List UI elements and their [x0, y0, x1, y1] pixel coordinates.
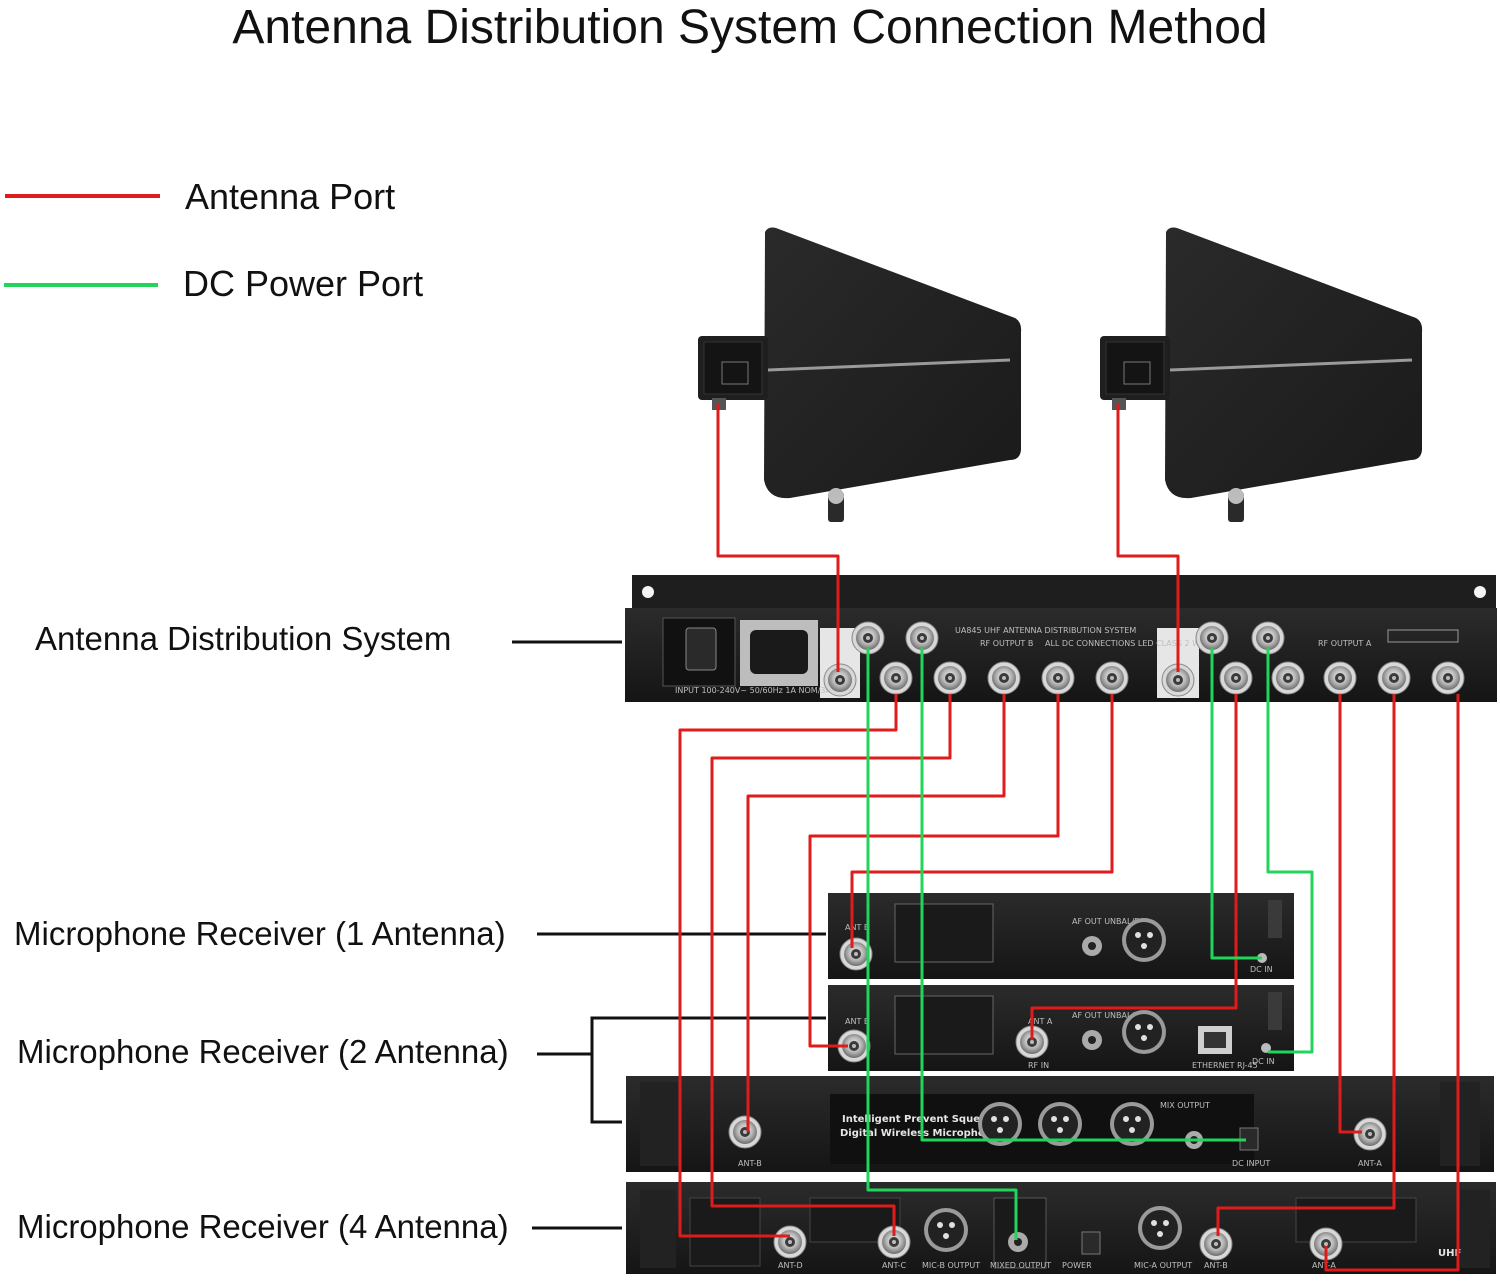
d-ant-a-text: ANT-A: [1358, 1159, 1382, 1168]
r4-mic-b-output-text: MIC-B OUTPUT: [922, 1261, 980, 1270]
r4-power-text: POWER: [1062, 1261, 1092, 1270]
r1-dc-in-text: DC IN: [1250, 965, 1273, 974]
distribution-model-text: UA845 UHF ANTENNA DISTRIBUTION SYSTEM: [955, 626, 1136, 635]
label-receiver-2-antenna: Microphone Receiver (2 Antenna): [17, 1033, 509, 1070]
r2-dc-in-text: DC IN: [1252, 1057, 1275, 1066]
antenna-distribution-unit: UA845 UHF ANTENNA DISTRIBUTION SYSTEM RF…: [625, 575, 1497, 702]
d-mix-output-text: MIX OUTPUT: [1160, 1101, 1210, 1110]
paddle-antenna-right: [1100, 227, 1423, 522]
r4-ant-a-text: ANT-A: [1312, 1261, 1336, 1270]
label-receiver-4-antenna: Microphone Receiver (4 Antenna): [17, 1208, 509, 1245]
r4-ant-d-text: ANT-D: [778, 1261, 803, 1270]
r2-ant-a-text: ANT A: [1028, 1017, 1053, 1026]
d-brand-line-1: Intelligent Prevent Squeak: [842, 1114, 994, 1125]
legend-antenna-port-label: Antenna Port: [185, 176, 396, 217]
label-antenna-distribution-system: Antenna Distribution System: [35, 620, 452, 657]
d-dc-input-text: DC INPUT: [1232, 1159, 1270, 1168]
page-title: Antenna Distribution System Connection M…: [232, 1, 1268, 54]
r4-ant-c-text: ANT-C: [882, 1261, 906, 1270]
r2-ethernet-text: ETHERNET RJ-45: [1192, 1061, 1258, 1070]
receiver-2-antenna-unit: ANT B ANT A RF IN AF OUT UNBAL/BAL ETHER…: [828, 985, 1294, 1071]
d-brand-line-2: Digital Wireless Microphone: [840, 1128, 999, 1139]
r4-uhf-text: UHF: [1438, 1248, 1461, 1259]
r1-ant-text: ANT B: [845, 923, 869, 932]
receiver-1-antenna-unit: ANT B AF OUT UNBAL/BAL DC IN: [828, 893, 1294, 979]
r4-mic-a-output-text: MIC-A OUTPUT: [1134, 1261, 1192, 1270]
legend-dc-power-port-label: DC Power Port: [183, 263, 424, 304]
receiver-2-antenna-rack-unit: Intelligent Prevent Squeak Digital Wirel…: [626, 1076, 1494, 1172]
dc-power-cables: [866, 648, 1314, 1240]
r2-af-out-text: AF OUT UNBAL/BAL: [1072, 1011, 1150, 1020]
dc-note-text: ALL DC CONNECTIONS LED CLASS 2 WIRING: [1045, 639, 1222, 648]
r1-af-out-text: AF OUT UNBAL/BAL: [1072, 917, 1150, 926]
r4-ant-b-text: ANT-B: [1204, 1261, 1228, 1270]
r2-rf-in-text: RF IN: [1028, 1061, 1049, 1070]
input-power-text: INPUT 100-240V~ 50/60Hz 1A NOM/3A MAX: [675, 686, 852, 695]
paddle-antenna-left: [698, 227, 1022, 522]
r4-mixed-output-text: MIXED OUTPUT: [990, 1261, 1051, 1270]
r2-ant-b-text: ANT B: [845, 1017, 869, 1026]
rf-output-b-text: RF OUTPUT B: [980, 639, 1033, 648]
receiver-4-antenna-unit: ANT-D ANT-C MIC-B OUTPUT MIXED OUTPUT PO…: [626, 1182, 1496, 1274]
rf-output-a-text: RF OUTPUT A: [1318, 639, 1372, 648]
antenna-port-cables: [678, 404, 1460, 1272]
d-ant-b-text: ANT-B: [738, 1159, 762, 1168]
label-receiver-1-antenna: Microphone Receiver (1 Antenna): [14, 915, 506, 952]
